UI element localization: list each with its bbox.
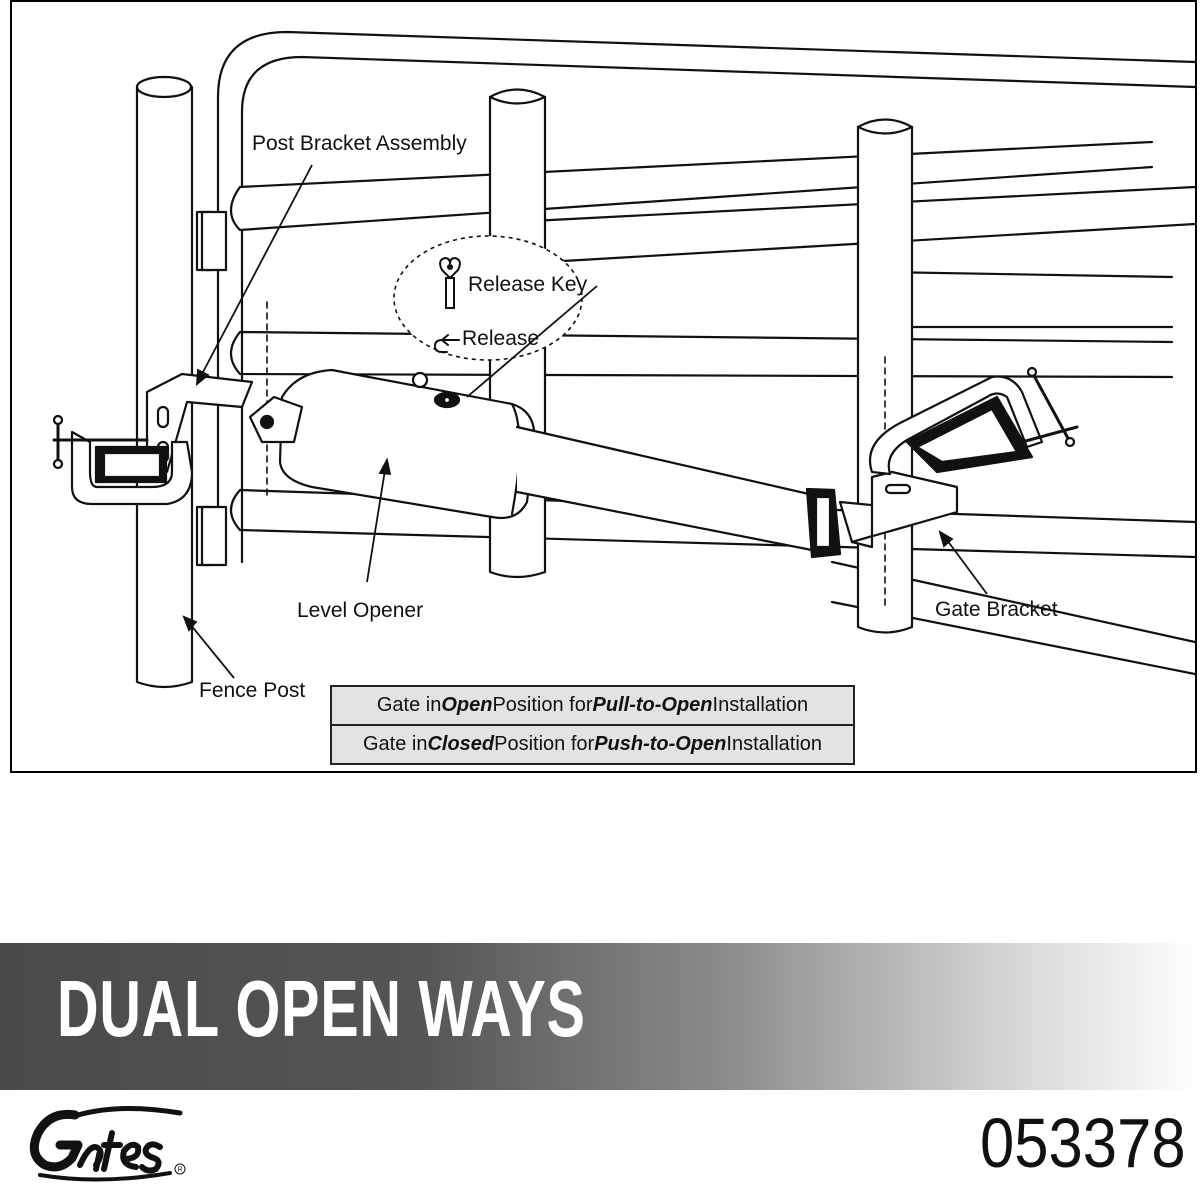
gate-rail-1 (229, 140, 1154, 232)
gate-bracket-label: Gate Bracket (935, 598, 1058, 621)
gate-rail-3 (229, 330, 1174, 379)
legend-row-push-to-open: Gate in Closed Position for Push-to-Open… (332, 724, 853, 763)
release-label: Release (462, 327, 540, 350)
fence-post-label: Fence Post (199, 679, 306, 702)
gate-bracket (850, 470, 959, 549)
right-c-clamp (868, 375, 1044, 476)
left-c-clamp (70, 430, 194, 506)
part-number: 053378 (980, 1104, 1186, 1182)
svg-text:R: R (178, 1167, 183, 1174)
release-key-label: Release Key (468, 273, 588, 296)
opener-housing (278, 368, 536, 520)
installation-legend: Gate in Open Position for Pull-to-Open I… (330, 685, 855, 765)
diagram-frame: Post Bracket Assembly Release Key Releas… (10, 0, 1197, 773)
gate-opener-illustration (52, 30, 1195, 689)
title-banner: DUAL OPEN WAYS (0, 943, 1200, 1090)
banner-title: DUAL OPEN WAYS (57, 964, 586, 1053)
post-bracket-label: Post Bracket Assembly (252, 132, 467, 155)
opener-front-mount (248, 395, 304, 444)
gates-logo: R (29, 1105, 186, 1182)
level-opener-label: Level Opener (297, 599, 424, 622)
legend-row-pull-to-open: Gate in Open Position for Pull-to-Open I… (332, 687, 853, 724)
opener-tube (515, 425, 824, 554)
gate-rail-5 (871, 270, 1174, 329)
